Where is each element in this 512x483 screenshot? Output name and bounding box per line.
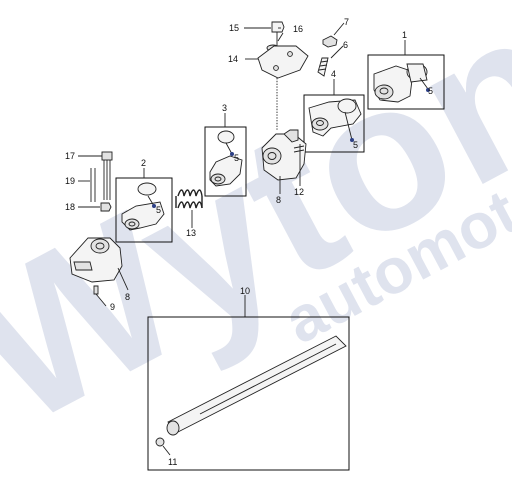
callout-5b: 5 <box>353 140 358 150</box>
rocker-assembly-2 <box>115 168 173 243</box>
callout-dot-5c <box>230 152 234 156</box>
rocker-assembly-1 <box>367 40 445 110</box>
callout-19: 19 <box>65 176 75 186</box>
callout-10: 10 <box>240 286 250 296</box>
callout-8a: 8 <box>276 195 281 205</box>
callout-13: 13 <box>186 228 196 238</box>
cover-plate-assembly <box>244 21 309 130</box>
callout-5c: 5 <box>234 153 239 163</box>
callout-1: 1 <box>402 30 407 40</box>
callout-11: 11 <box>168 457 177 467</box>
callout-9: 9 <box>110 302 115 312</box>
callout-4: 4 <box>331 69 336 79</box>
callout-6: 6 <box>343 40 348 50</box>
callout-18: 18 <box>65 202 75 212</box>
spring-13 <box>175 189 203 228</box>
callouts: 1 2 3 4 5 5 5 5 6 7 8 8 9 10 11 12 13 14… <box>65 17 433 467</box>
pedestal-bracket-base <box>69 237 129 307</box>
callout-17: 17 <box>65 151 75 161</box>
callout-12: 12 <box>294 187 304 197</box>
bolt-and-stud <box>317 22 345 77</box>
callout-dot-5b <box>350 138 354 142</box>
rocker-assembly-4 <box>303 79 365 153</box>
callout-8b: 8 <box>125 292 130 302</box>
callout-dot-5d <box>152 204 156 208</box>
watermark: Wyton automot <box>0 0 512 470</box>
rocker-shaft-assembly <box>147 295 350 471</box>
rocker-assembly-3 <box>204 113 247 197</box>
pedestal-bracket-centre <box>261 129 307 194</box>
callout-3: 3 <box>222 103 227 113</box>
studs-and-bolts <box>78 151 113 212</box>
callout-7: 7 <box>344 17 349 27</box>
callout-5d: 5 <box>156 205 161 215</box>
callout-5a: 5 <box>428 86 433 96</box>
callout-dot-5a <box>426 88 430 92</box>
callout-14: 14 <box>228 54 238 64</box>
callout-16: 16 <box>293 24 303 34</box>
callout-2: 2 <box>141 158 146 168</box>
callout-15: 15 <box>229 23 239 33</box>
